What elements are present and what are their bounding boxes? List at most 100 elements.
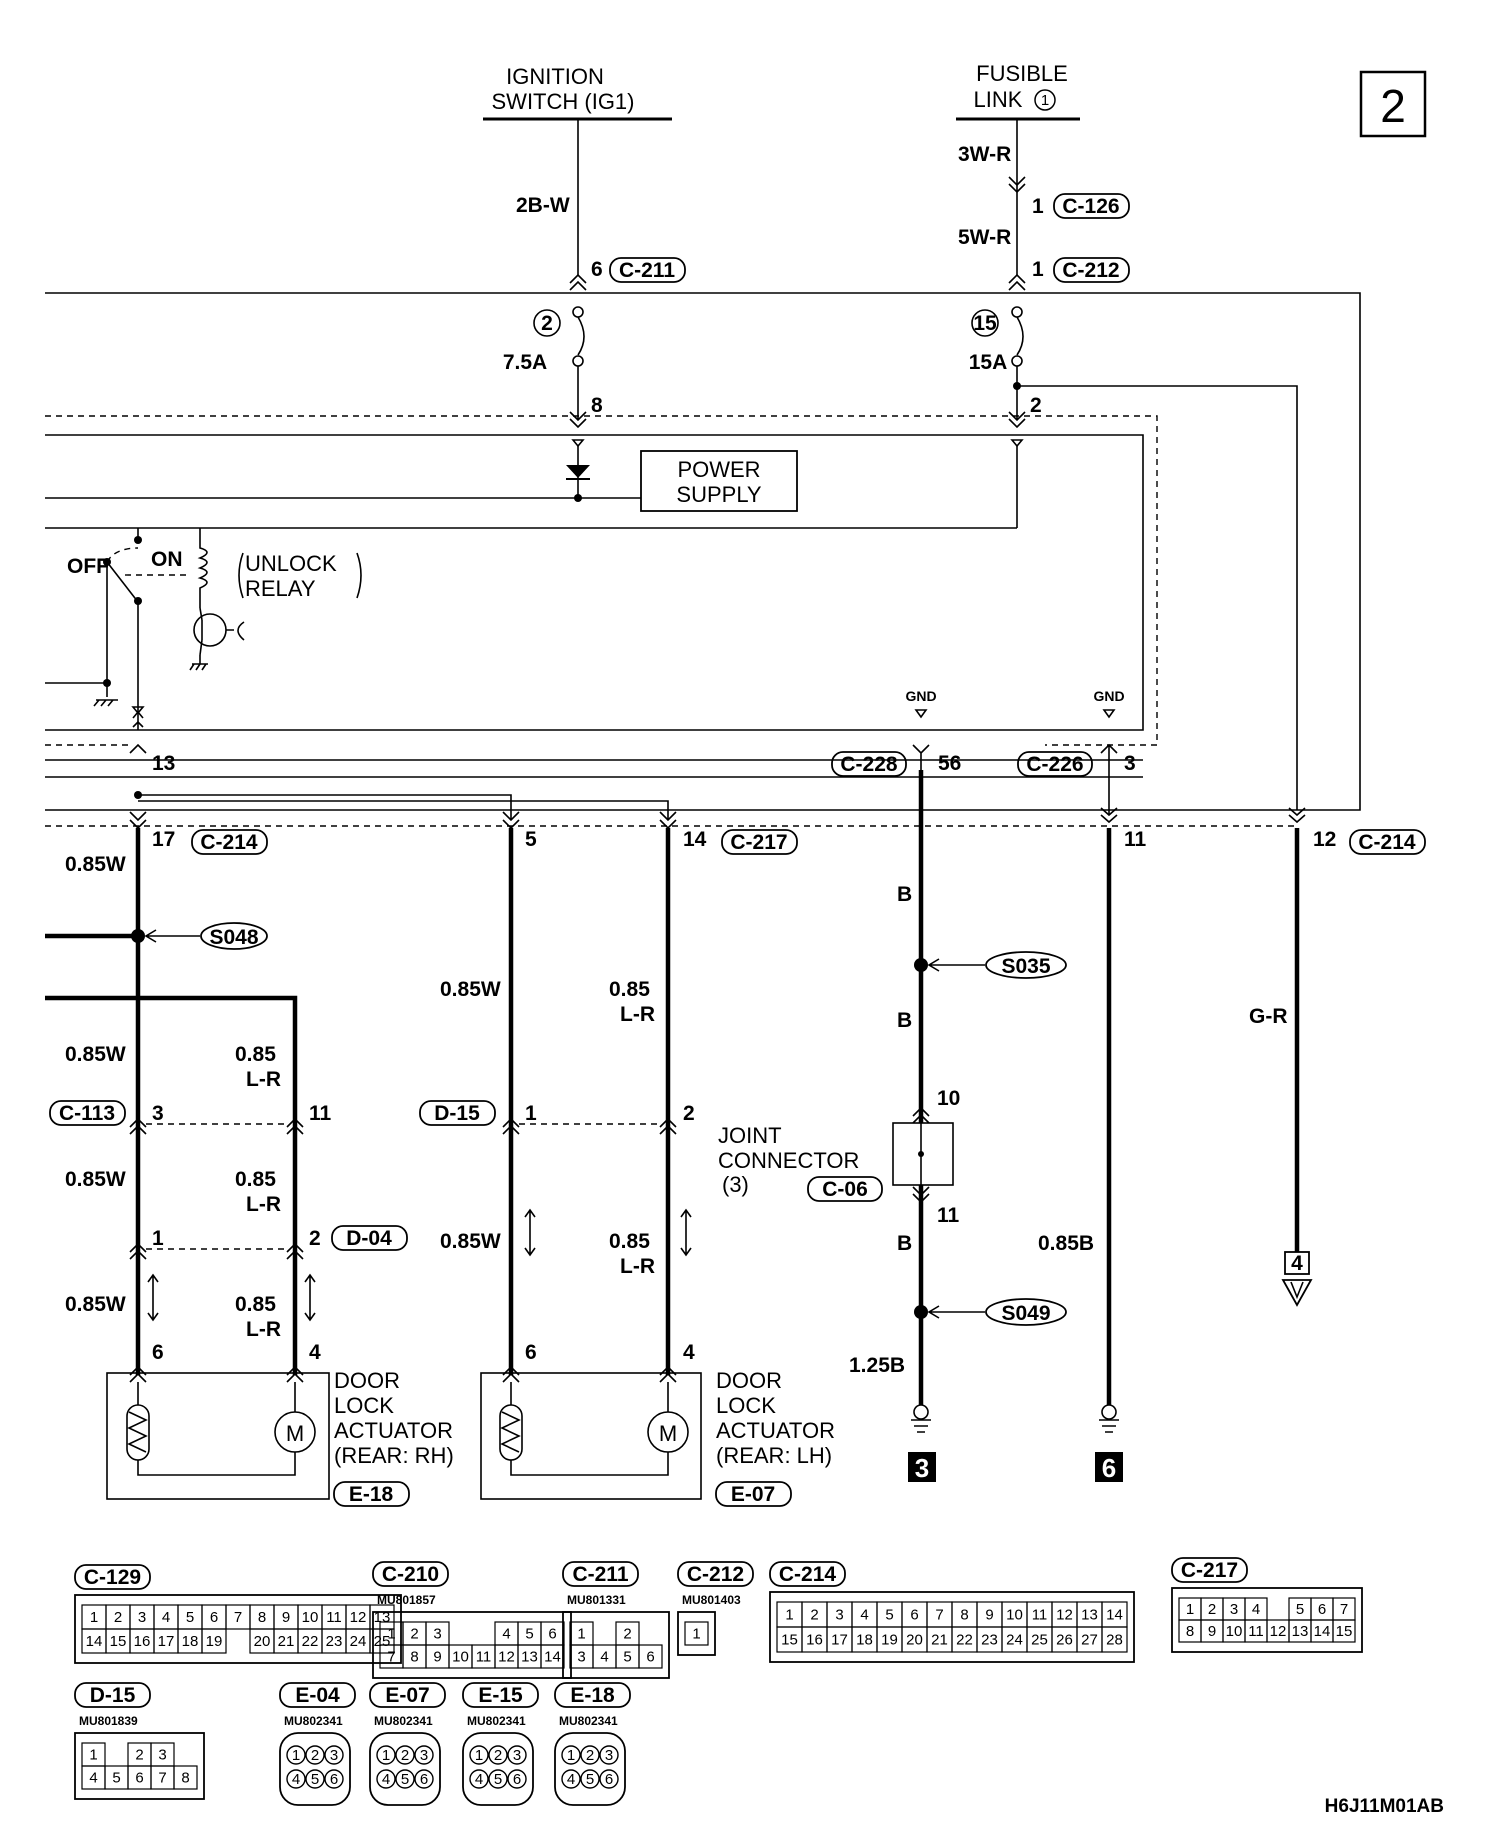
wire-b-2: B xyxy=(897,1009,912,1032)
pin-1-c126: 1 xyxy=(1032,195,1044,218)
connector-pin: 13 xyxy=(1292,1623,1309,1640)
connector-pin: 15 xyxy=(781,1632,798,1649)
wire-b-3: B xyxy=(897,1232,912,1255)
connector-tag-c06: C-06 xyxy=(807,1176,883,1202)
connector-pin: 10 xyxy=(452,1649,469,1666)
connector-pin: 12 xyxy=(1270,1623,1287,1640)
wire-085w-a: 0.85W xyxy=(65,853,126,876)
connector-pin: 8 xyxy=(1186,1623,1194,1640)
connector-pin: 12 xyxy=(498,1649,515,1666)
fusible-label-1: FUSIBLE xyxy=(976,61,1068,86)
connector-view-id: C-211 xyxy=(572,1563,628,1586)
connector-pin: 22 xyxy=(956,1632,973,1649)
svg-text:C-126: C-126 xyxy=(1062,195,1119,218)
connector-pin: 11 xyxy=(326,1609,342,1626)
svg-text:UNLOCK: UNLOCK xyxy=(245,551,337,576)
connector-tag-c211: C-211 xyxy=(609,257,686,283)
connector-pin: 1 xyxy=(382,1747,390,1764)
pin-17: 17 xyxy=(152,828,175,851)
unlock-relay-label: UNLOCK RELAY xyxy=(238,551,362,601)
connector-pin: 5 xyxy=(1296,1601,1304,1618)
svg-text:SUPPLY: SUPPLY xyxy=(676,482,762,507)
connector-pin: 6 xyxy=(1318,1601,1326,1618)
connector-pin: 15 xyxy=(110,1633,127,1650)
connector-pin: 13 xyxy=(521,1649,538,1666)
svg-text:E-18: E-18 xyxy=(349,1483,394,1506)
pin-11b: 11 xyxy=(309,1102,332,1125)
connector-pin: 10 xyxy=(1226,1623,1243,1640)
svg-text:C-217: C-217 xyxy=(730,831,787,854)
wire-label-2bw: 2B-W xyxy=(516,194,570,217)
connector-view-id: D-15 xyxy=(90,1684,136,1707)
connector-pin: 2 xyxy=(311,1747,319,1764)
wire-085-e: 0.85 xyxy=(609,1230,650,1253)
connector-pin: 25 xyxy=(374,1633,391,1650)
connector-pin: 6 xyxy=(548,1626,556,1643)
connector-view-id: E-04 xyxy=(295,1684,340,1707)
svg-text:LOCK: LOCK xyxy=(334,1393,394,1418)
connector-pin: 9 xyxy=(282,1609,290,1626)
connector-pin: 3 xyxy=(330,1747,338,1764)
wire-gr: G-R xyxy=(1249,1005,1288,1028)
connector-pin: 4 xyxy=(475,1771,483,1788)
connector-pin: 5 xyxy=(586,1771,594,1788)
connector-pin: 1 xyxy=(475,1747,483,1764)
connector-pin: 23 xyxy=(326,1633,343,1650)
connector-view-id: C-214 xyxy=(779,1563,837,1586)
connector-pin: 11 xyxy=(1248,1623,1264,1640)
pin-56: 56 xyxy=(938,752,961,775)
connector-pin: 1 xyxy=(90,1609,98,1626)
connector-pin: 17 xyxy=(158,1633,175,1650)
connector-pin: 5 xyxy=(494,1771,502,1788)
connector-pin: 8 xyxy=(258,1609,266,1626)
wire-b-1: B xyxy=(897,883,912,906)
connector-pin: 8 xyxy=(410,1649,418,1666)
connector-pin: 27 xyxy=(1081,1632,1098,1649)
svg-text:POWER: POWER xyxy=(677,457,760,482)
connector-pin: 18 xyxy=(182,1633,199,1650)
connector-tag-d04: D-04 xyxy=(331,1225,408,1251)
pin-1-c212: 1 xyxy=(1032,258,1044,281)
connector-pin: 20 xyxy=(906,1632,923,1649)
wire-label-5wr: 5W-R xyxy=(958,226,1011,249)
connector-pin: 7 xyxy=(158,1770,166,1787)
connector-pin: 5 xyxy=(525,1626,533,1643)
connector-part-number: MU802341 xyxy=(467,1714,526,1728)
connector-pin: 4 xyxy=(567,1771,575,1788)
splice-s035: S035 xyxy=(985,951,1067,979)
connector-pin: 21 xyxy=(278,1633,295,1650)
wire-lr-d: L-R xyxy=(620,1003,655,1026)
connector-pin: 14 xyxy=(86,1633,103,1650)
connector-pin: 4 xyxy=(1252,1601,1260,1618)
connector-pin: 4 xyxy=(382,1771,390,1788)
connector-pin: 1 xyxy=(292,1747,300,1764)
connector-pin: 9 xyxy=(1208,1623,1216,1640)
svg-text:(REAR: RH): (REAR: RH) xyxy=(334,1443,454,1468)
connector-pin: 5 xyxy=(311,1771,319,1788)
connector-tag-c126: C-126 xyxy=(1053,193,1130,219)
svg-text:S049: S049 xyxy=(1001,1302,1050,1325)
connector-view-id: C-129 xyxy=(84,1566,141,1589)
splice-s048: S048 xyxy=(200,922,268,950)
fusible-link-number: 1 xyxy=(1041,92,1049,109)
connector-tag-e18: E-18 xyxy=(333,1481,410,1507)
connector-pin: 12 xyxy=(1056,1607,1073,1624)
power-supply-block: POWER SUPPLY xyxy=(640,450,798,512)
wire-085w-d: 0.85W xyxy=(65,1293,126,1316)
wire-085w-f: 0.85W xyxy=(440,1230,501,1253)
connector-pin: 2 xyxy=(494,1747,502,1764)
connector-pin: 2 xyxy=(135,1747,143,1764)
wire-label-3wr: 3W-R xyxy=(958,143,1011,166)
connector-pin: 6 xyxy=(210,1609,218,1626)
fusible-label-2: LINK xyxy=(974,87,1023,112)
svg-text:(REAR: LH): (REAR: LH) xyxy=(716,1443,832,1468)
